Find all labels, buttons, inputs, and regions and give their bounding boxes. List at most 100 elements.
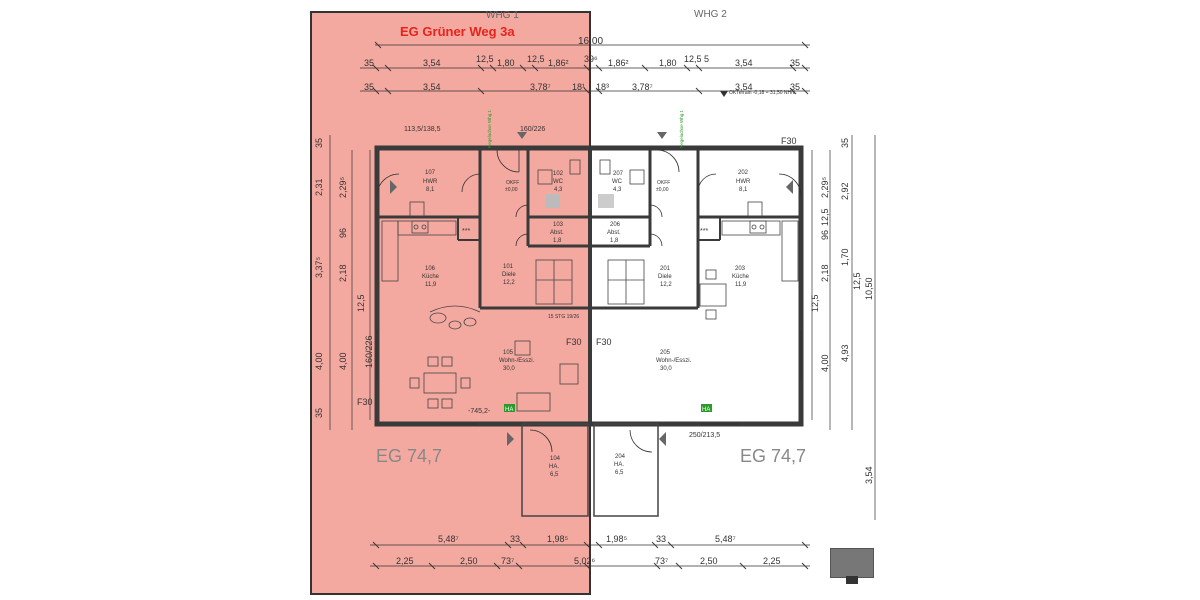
total-width-dim: 16,00 [578, 36, 603, 47]
svg-text:12,5: 12,5 [356, 294, 366, 312]
svg-text:3,37⁵: 3,37⁵ [314, 256, 324, 278]
svg-text:35: 35 [314, 138, 324, 148]
svg-text:73⁷: 73⁷ [655, 556, 668, 566]
svg-text:18¹: 18¹ [572, 82, 585, 92]
plan-title: EG Grüner Weg 3a [400, 24, 515, 39]
fire-label: F30 [781, 136, 797, 146]
terrain-marker: OKTerrain -0,18 = 31,50 NHN [720, 90, 795, 97]
unit-label-whg2: WHG 2 [694, 9, 727, 20]
svg-text:2,25: 2,25 [396, 556, 414, 566]
svg-text:1,80: 1,80 [659, 58, 677, 68]
axis-note: Regelachse Whg.1 [679, 109, 684, 148]
right-dims: 2,29⁵ 12,5 96 2,18 12,5 4,00 35 2,92 1,7… [810, 138, 874, 484]
unit-label-whg1: WHG 1 [486, 10, 519, 21]
svg-text:OKFF: OKFF [506, 180, 519, 186]
ha-badge-left: HA [504, 404, 515, 413]
svg-text:1,8: 1,8 [610, 238, 619, 244]
svg-text:33: 33 [656, 534, 666, 544]
shaft-right [598, 194, 614, 208]
kitchen-stars: *** [462, 228, 470, 235]
svg-text:HWR: HWR [423, 179, 438, 185]
svg-text:11,9: 11,9 [735, 282, 747, 288]
fire-label: F30 [596, 337, 612, 347]
svg-text:8,1: 8,1 [739, 187, 748, 193]
whg1-highlight[interactable] [310, 11, 591, 595]
door-swings [376, 149, 802, 453]
svg-text:6,5: 6,5 [615, 470, 624, 476]
top-dims-row1: 35 3,54 12,5 1,80 12,5 1,86² 39⁶ 1,86² 1… [364, 54, 800, 68]
fire-label: F30 [357, 397, 373, 407]
dim-note: 250/213,5 [689, 432, 720, 439]
okff-right: OKFF ±0,00 [656, 180, 670, 193]
left-dims-inner: 2,29⁵ 96 2,18 12,5 4,00 160/226 [338, 176, 374, 370]
svg-text:5,48⁷: 5,48⁷ [715, 534, 736, 544]
svg-text:1,98⁵: 1,98⁵ [547, 534, 569, 544]
svg-text:5,48⁷: 5,48⁷ [438, 534, 459, 544]
preview-thumbnail[interactable] [830, 548, 874, 578]
svg-text:107: 107 [425, 170, 436, 176]
svg-text:12,5: 12,5 [820, 208, 830, 226]
svg-text:18³: 18³ [596, 82, 609, 92]
svg-text:11,9: 11,9 [425, 282, 437, 288]
dim-note: 160/226 [520, 126, 545, 133]
windows [376, 330, 802, 425]
svg-text:3,54: 3,54 [864, 466, 874, 484]
entrance-markers [390, 132, 793, 446]
svg-text:104: 104 [550, 456, 561, 462]
bottom-dimension-lines [370, 541, 810, 570]
svg-text:3,78⁷: 3,78⁷ [530, 82, 551, 92]
annex-rooms [521, 423, 659, 517]
svg-text:4,00: 4,00 [820, 354, 830, 372]
svg-text:30,0: 30,0 [503, 366, 515, 372]
svg-text:Abst.: Abst. [550, 230, 564, 236]
svg-text:2,25: 2,25 [763, 556, 781, 566]
svg-text:HWR: HWR [736, 179, 751, 185]
svg-text:6,5: 6,5 [550, 472, 559, 478]
svg-text:Küche: Küche [732, 274, 750, 280]
svg-text:12,5 5: 12,5 5 [684, 54, 709, 64]
svg-text:2,92: 2,92 [840, 182, 850, 200]
svg-text:4,3: 4,3 [554, 187, 563, 193]
svg-text:Diele: Diele [502, 272, 516, 278]
svg-text:3,54: 3,54 [735, 82, 753, 92]
svg-text:±0,00: ±0,00 [656, 187, 669, 193]
svg-text:105: 105 [503, 350, 514, 356]
svg-text:12,5: 12,5 [810, 294, 820, 312]
ha-badge-right: HA [701, 404, 712, 413]
svg-text:4,3: 4,3 [613, 187, 622, 193]
svg-text:3,54: 3,54 [423, 82, 441, 92]
kitchen-stars: *** [700, 228, 708, 235]
svg-text:10,50: 10,50 [864, 277, 874, 300]
top-dimension-lines [360, 41, 810, 95]
svg-text:3,78⁷: 3,78⁷ [632, 82, 653, 92]
svg-text:1,80: 1,80 [497, 58, 515, 68]
svg-text:96: 96 [820, 230, 830, 240]
dim-note: 113,5/138,5 [404, 126, 441, 133]
svg-text:12,2: 12,2 [660, 282, 672, 288]
svg-text:HA: HA [702, 407, 710, 413]
svg-text:2,18: 2,18 [338, 264, 348, 282]
svg-text:HA.: HA. [549, 464, 559, 470]
step-note: -745,2- [468, 408, 491, 415]
svg-text:39⁶: 39⁶ [584, 54, 598, 64]
svg-text:205: 205 [660, 350, 671, 356]
svg-text:1,8: 1,8 [553, 238, 562, 244]
left-dims-outer: 35 2,31 3,37⁵ 4,00 35 [314, 138, 324, 418]
svg-text:35: 35 [314, 408, 324, 418]
svg-text:8,1: 8,1 [426, 187, 435, 193]
svg-text:2,18: 2,18 [820, 264, 830, 282]
svg-text:12,5: 12,5 [476, 54, 494, 64]
svg-text:35: 35 [840, 138, 850, 148]
svg-text:35: 35 [364, 82, 374, 92]
left-dimension-lines [329, 135, 371, 430]
svg-text:HA.: HA. [614, 462, 624, 468]
svg-text:2,29⁵: 2,29⁵ [820, 176, 830, 198]
